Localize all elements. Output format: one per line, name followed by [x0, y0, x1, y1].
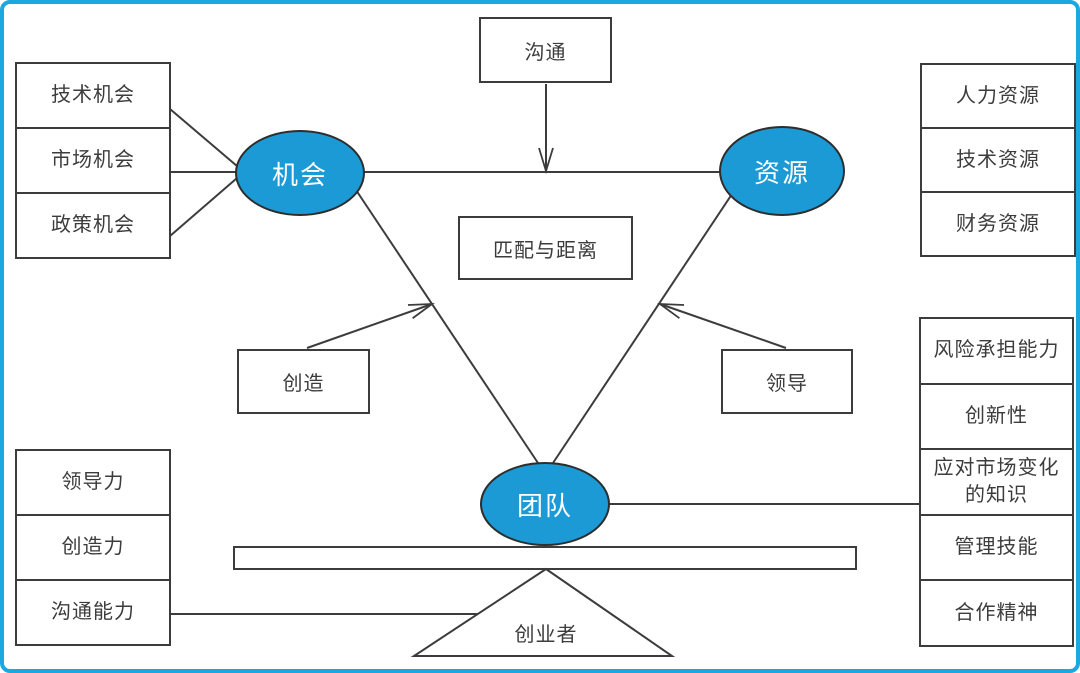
entrepreneur-label: 创业者 — [514, 624, 578, 646]
connector-lines-layer — [169, 84, 919, 657]
team-quality-cell: 合作精神 — [954, 601, 1039, 624]
resource-types-box: 人力资源 技术资源 财务资源 — [920, 63, 1076, 257]
team-quality-cell: 应对市场变化 的知识 — [921, 450, 1072, 516]
entrepreneur-triangle — [410, 567, 676, 657]
entrepreneur-skill-cell: 创造力 — [17, 516, 169, 581]
balance-beam-bar — [233, 546, 857, 570]
create-box: 创造 — [237, 349, 370, 414]
opportunity-type-cell: 市场机会 — [17, 129, 169, 194]
team-quality-cell: 管理技能 — [921, 516, 1072, 582]
opportunity-fan-bottom-line — [169, 171, 245, 237]
resource-ellipse: 资源 — [719, 126, 845, 216]
resource-team-line — [548, 175, 745, 470]
entrepreneur-skills-box: 领导力 创造力 沟通能力 — [15, 449, 171, 646]
resource-type-cell: 财务资源 — [956, 212, 1040, 235]
resource-label: 资源 — [753, 157, 810, 188]
team-quality-cell: 创新性 — [921, 385, 1072, 451]
lead-box: 领导 — [721, 349, 853, 414]
create-label: 创造 — [282, 373, 325, 395]
resource-type-cell: 技术资源 — [922, 129, 1074, 193]
team-qualities-box: 风险承担能力 创新性 应对市场变化 的知识 管理技能 合作精神 — [919, 317, 1074, 647]
opportunity-label: 机会 — [271, 159, 328, 190]
match-distance-label: 匹配与距离 — [493, 239, 598, 262]
lead-arrow — [660, 304, 787, 349]
match-distance-box: 匹配与距离 — [458, 216, 633, 280]
opportunity-type-cell: 政策机会 — [51, 214, 135, 236]
entrepreneur-skill-cell: 沟通能力 — [51, 601, 135, 623]
opportunity-types-box: 技术机会 市场机会 政策机会 — [15, 62, 171, 259]
communication-box: 沟通 — [479, 17, 612, 83]
opportunity-ellipse: 机会 — [235, 130, 365, 216]
team-quality-cell: 风险承担能力 — [921, 319, 1072, 385]
team-label: 团队 — [516, 490, 573, 521]
opportunity-team-line — [343, 171, 553, 485]
lead-label: 领导 — [766, 373, 808, 395]
entrepreneur-skill-cell: 领导力 — [17, 451, 169, 516]
team-ellipse: 团队 — [480, 462, 610, 546]
resource-type-cell: 人力资源 — [922, 65, 1074, 129]
communication-label: 沟通 — [524, 41, 567, 64]
opportunity-fan-top-line — [169, 108, 245, 173]
opportunity-type-cell: 技术机会 — [17, 64, 169, 129]
create-arrow — [306, 304, 432, 349]
